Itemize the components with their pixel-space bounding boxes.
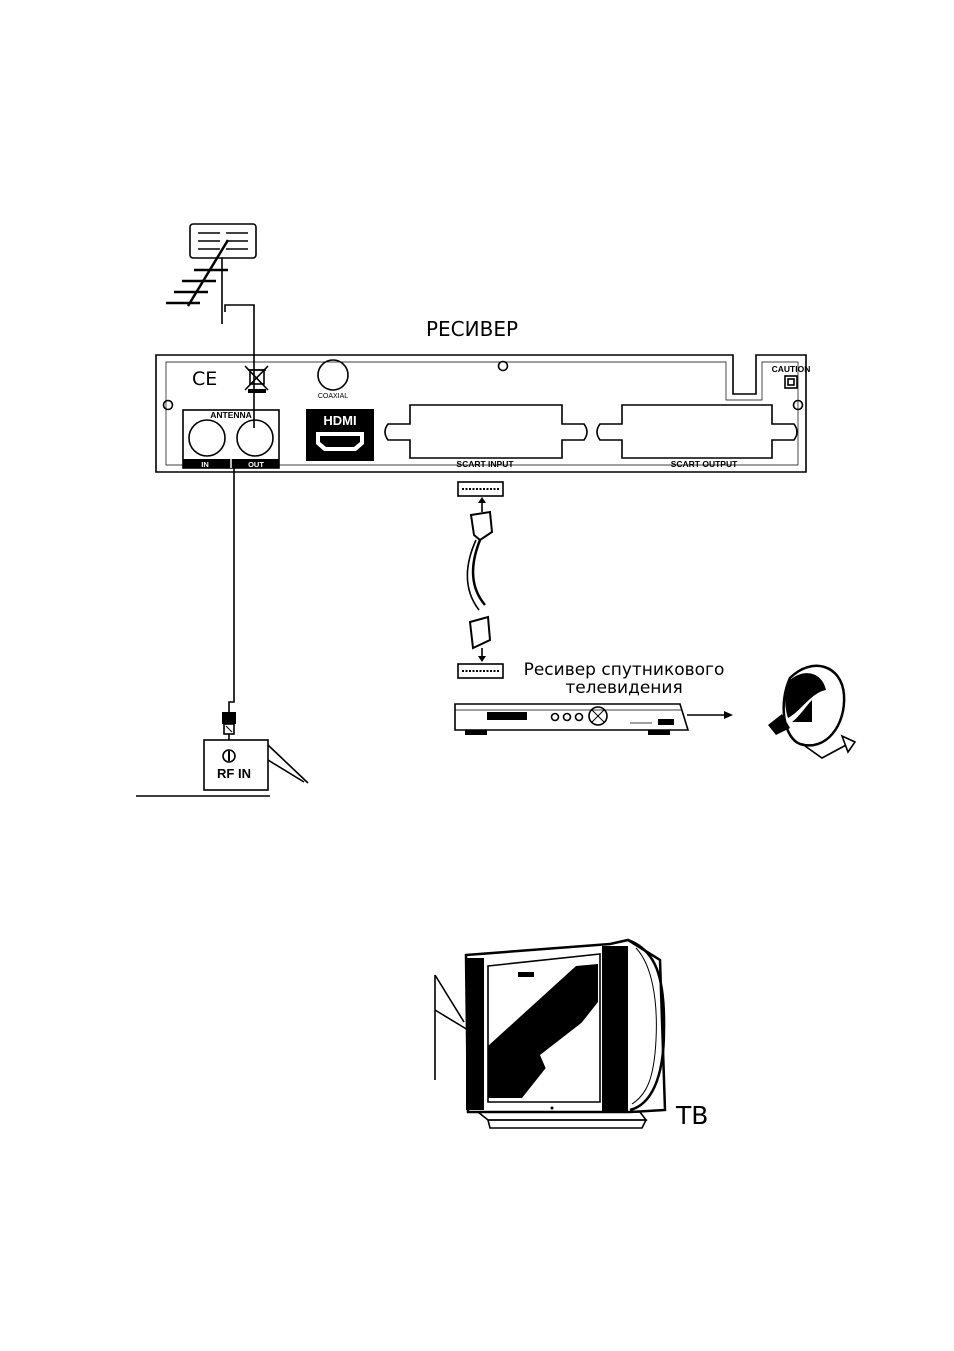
receiver-title: РЕСИВЕР	[426, 317, 518, 341]
scart-output-label: SCART OUTPUT	[671, 459, 738, 469]
caution-label: CAUTION	[772, 364, 811, 374]
caution-indicator-icon	[785, 376, 797, 388]
hdmi-logo: HDMI	[323, 413, 356, 428]
tv-label: ТВ	[675, 1101, 708, 1130]
scart-input-label: SCART INPUT	[456, 459, 514, 469]
antenna-out-label: OUT	[248, 460, 264, 469]
rf-plug-icon	[222, 712, 236, 740]
coaxial-port	[318, 360, 348, 390]
coaxial-label: COAXIAL	[318, 393, 348, 400]
rf-in-label: RF IN	[217, 766, 251, 781]
sat-receiver-label-line1: Ресивер спутникового	[524, 660, 725, 680]
antenna-in-label: IN	[201, 460, 209, 469]
antenna-block-label: ANTENNA	[210, 410, 252, 420]
terrestrial-antenna-icon	[166, 224, 256, 324]
satellite-receiver-icon	[455, 704, 688, 735]
sat-receiver-label-line2: телевидения	[565, 678, 682, 698]
satellite-dish-icon	[768, 666, 855, 758]
scart-input-port	[385, 405, 587, 458]
scart-cable	[458, 482, 503, 678]
tv-icon	[435, 940, 665, 1128]
ce-mark: CE	[192, 368, 217, 390]
scart-output-port	[597, 405, 797, 458]
signal-arrow-icon	[687, 711, 733, 719]
weee-bin-icon	[245, 366, 268, 393]
rf-cable	[229, 468, 234, 712]
